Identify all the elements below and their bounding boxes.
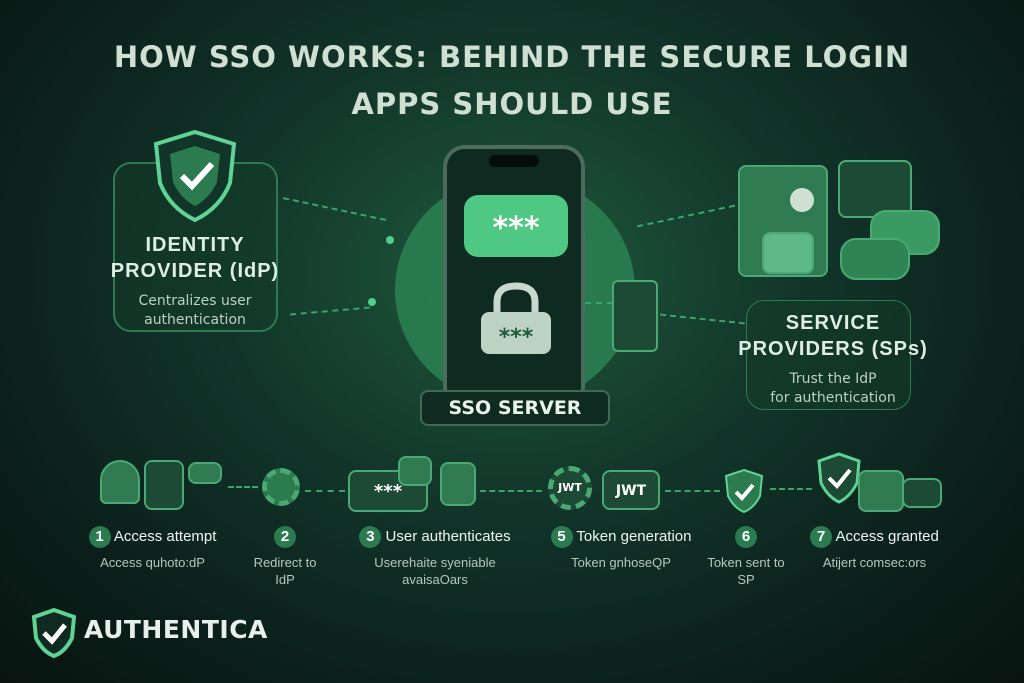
page-title: HOW SSO WORKS: BEHIND THE SECURE LOGIN A… <box>113 40 911 121</box>
check-icon <box>790 188 814 212</box>
user-icon <box>100 460 140 504</box>
connector-dot <box>386 236 394 244</box>
lock-text: *** <box>499 325 534 350</box>
keyhole-icon <box>398 456 432 486</box>
user-badge-icon <box>440 462 476 506</box>
chat-dots-icon <box>840 238 910 280</box>
padlock-icon: *** <box>481 282 551 354</box>
connector <box>282 197 387 221</box>
connector <box>305 490 345 492</box>
phone <box>443 145 585 410</box>
gear-jwt-icon: JWT <box>548 466 592 510</box>
connector <box>290 306 370 316</box>
app-card-icon <box>858 470 904 512</box>
phone-notch <box>489 155 539 167</box>
shield-check-icon <box>724 468 764 514</box>
gear-check-icon <box>262 468 300 506</box>
shield-check-icon <box>817 452 861 504</box>
server-rack-icon <box>612 280 658 352</box>
sp-card <box>746 300 911 410</box>
jwt-folder-icon: JWT <box>602 470 660 510</box>
connector <box>636 204 736 228</box>
connector <box>228 486 258 488</box>
id-card-icon <box>144 460 184 510</box>
connector-dot <box>368 298 376 306</box>
shield-app-icon <box>838 160 912 218</box>
sso-server-label: SSO SERVER <box>420 390 610 426</box>
connector <box>480 490 542 492</box>
users-icon <box>902 478 942 508</box>
password-bubble: *** <box>464 195 568 257</box>
shopping-cart-icon <box>762 232 814 274</box>
connector <box>665 490 720 492</box>
shield-check-icon <box>153 129 237 223</box>
chat-icon <box>188 462 222 484</box>
brand-name: AUTHENTICA <box>84 615 268 644</box>
authentica-logo-icon <box>31 608 77 658</box>
connector <box>585 302 613 304</box>
connector <box>770 488 812 490</box>
